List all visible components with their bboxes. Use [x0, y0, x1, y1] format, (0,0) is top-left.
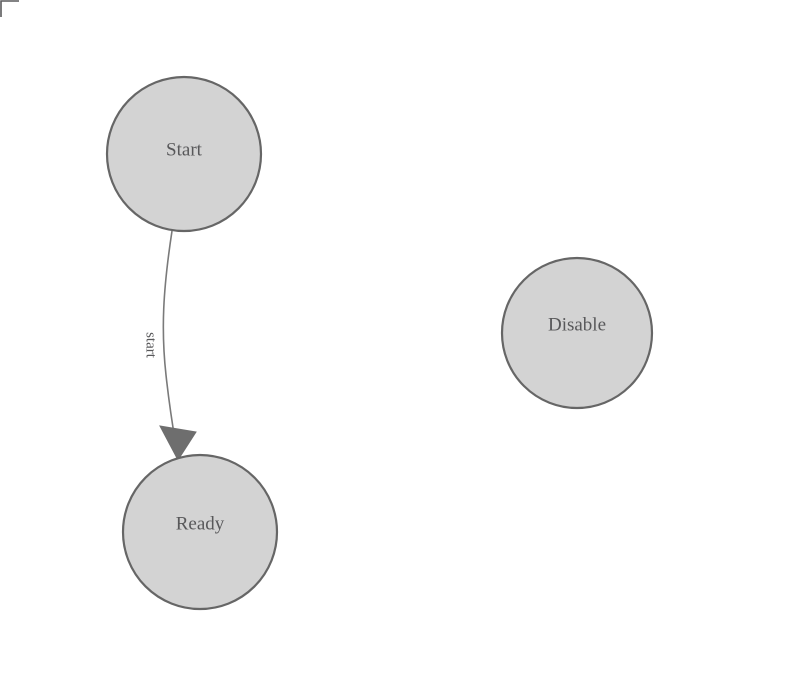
- edge-start-to-ready[interactable]: start: [143, 230, 197, 461]
- edge-label-start: start: [143, 332, 159, 359]
- node-disable[interactable]: Disable: [500, 256, 654, 410]
- arrowhead-icon: [159, 425, 197, 461]
- edge-path-start-to-ready: [162, 230, 178, 453]
- node-disable-circle: [500, 256, 654, 410]
- node-ready[interactable]: Ready: [121, 453, 279, 611]
- node-start[interactable]: Start: [105, 75, 263, 233]
- crop-corner-mark: [0, 0, 19, 17]
- node-ready-circle: [121, 453, 279, 611]
- node-start-circle: [105, 75, 263, 233]
